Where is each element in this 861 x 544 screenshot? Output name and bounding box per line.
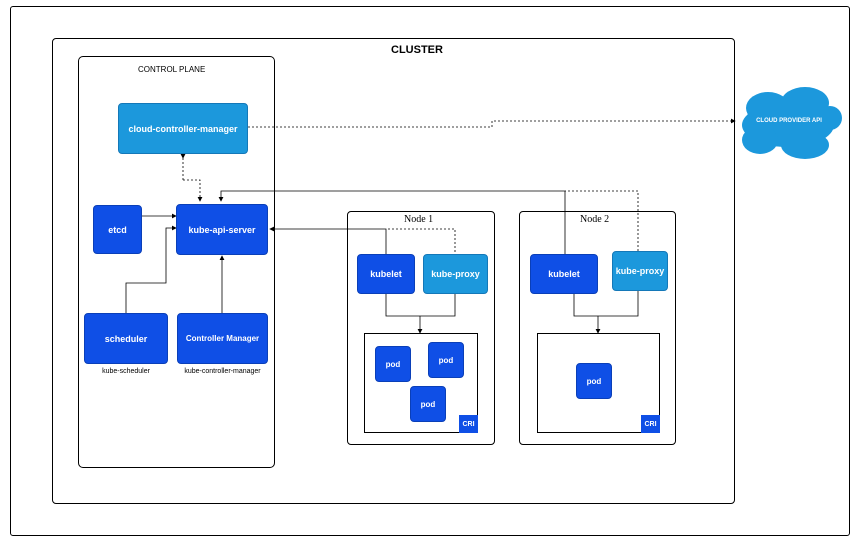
node-2-pod-1[interactable]: pod bbox=[576, 363, 612, 399]
scheduler-api-link bbox=[125, 225, 177, 313]
controller-manager-box[interactable]: Controller Manager bbox=[177, 313, 268, 364]
n2-proxy-api-link bbox=[565, 190, 639, 251]
node-1-pod-3[interactable]: pod bbox=[410, 386, 446, 422]
kube-api-server-box[interactable]: kube-api-server bbox=[176, 204, 268, 255]
node-1-title: Node 1 bbox=[404, 214, 434, 225]
cluster-title: CLUSTER bbox=[391, 44, 443, 56]
outer-frame bbox=[10, 6, 850, 536]
n1-proxy-api-link bbox=[386, 228, 456, 256]
n1-kubelet-api-link bbox=[269, 226, 387, 256]
cloud-provider-label: CLOUD PROVIDER API bbox=[756, 118, 822, 124]
control-plane-frame bbox=[78, 56, 275, 468]
ccm-cloud-link bbox=[248, 118, 736, 128]
node-2-kubelet-box[interactable]: kubelet bbox=[530, 254, 598, 294]
scheduler-caption: kube-scheduler bbox=[102, 368, 150, 375]
n2-kubelet-api-link bbox=[218, 190, 566, 256]
scheduler-box[interactable]: scheduler bbox=[84, 313, 168, 364]
node-2-cri-label: CRI bbox=[641, 415, 660, 433]
node-1-pod-2[interactable]: pod bbox=[428, 342, 464, 378]
cloud-icon bbox=[742, 87, 842, 159]
node-2-frame bbox=[519, 211, 676, 445]
control-plane-title: CONTROL PLANE bbox=[138, 65, 206, 74]
node-1-kubelet-box[interactable]: kubelet bbox=[357, 254, 415, 294]
node-1-pod-1[interactable]: pod bbox=[375, 346, 411, 382]
node-1-frame bbox=[347, 211, 495, 445]
controller-manager-caption: kube-controller-manager bbox=[184, 368, 261, 375]
cluster-frame bbox=[52, 38, 735, 504]
cloud-controller-manager-box[interactable]: cloud-controller-manager bbox=[118, 103, 248, 154]
node-2-kube-proxy-box[interactable]: kube-proxy bbox=[612, 251, 668, 291]
etcd-box[interactable]: etcd bbox=[93, 205, 142, 254]
node-2-title: Node 2 bbox=[580, 214, 610, 225]
node-1-kube-proxy-box[interactable]: kube-proxy bbox=[423, 254, 488, 294]
node-1-cri-label: CRI bbox=[459, 415, 478, 433]
